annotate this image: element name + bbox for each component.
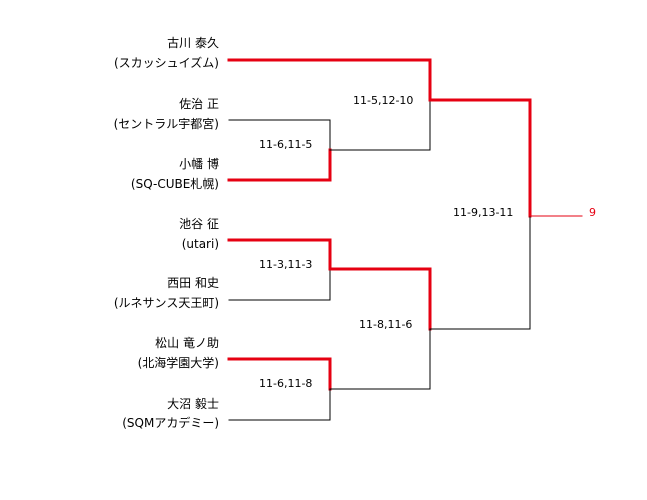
- player-name-furukawa: 古川 泰久: [167, 36, 219, 50]
- bracket-line-nishida: [228, 268, 331, 301]
- bracket-line-onuma: [228, 388, 331, 421]
- match-score-sf-top: 11-5,12-10: [353, 94, 414, 107]
- bracket-line-iketani-sf: [328, 267, 432, 331]
- match-score-final: 11-9,13-11: [453, 206, 514, 219]
- player-name-saji: 佐治 正: [179, 97, 219, 111]
- player-affiliation-furukawa: (スカッシュイズム): [113, 56, 219, 70]
- player-name-iketani: 池谷 征: [179, 217, 219, 231]
- bracket-line-matsuyama: [227, 357, 332, 391]
- match-score-r1-c: 11-6,11-8: [259, 377, 313, 390]
- player-affiliation-obata: (SQ-CUBE札幌): [130, 177, 219, 191]
- player-affiliation-onuma: (SQMアカデミー): [122, 416, 219, 430]
- final-result-label: 9: [589, 206, 596, 219]
- bracket-line-furukawa-final: [428, 98, 532, 218]
- player-affiliation-nishida: (ルネサンス天王町): [113, 296, 219, 310]
- bracket-line-obata: [227, 148, 332, 182]
- player-affiliation-matsuyama: (北海学園大学): [137, 356, 219, 370]
- player-name-matsuyama: 松山 竜ノ助: [155, 336, 219, 350]
- bracket-line-obata-sf: [329, 99, 431, 151]
- match-score-sf-bottom: 11-8,11-6: [359, 318, 413, 331]
- player-affiliation-saji: (セントラル宇都宮): [113, 117, 219, 131]
- player-name-obata: 小幡 博: [179, 157, 219, 171]
- match-score-r1-a: 11-6,11-5: [259, 138, 313, 151]
- bracket-line-saji: [228, 119, 331, 151]
- bracket-line-furukawa-sf: [227, 58, 432, 102]
- match-score-r1-b: 11-3,11-3: [259, 258, 313, 271]
- player-name-onuma: 大沼 毅士: [167, 397, 219, 411]
- bracket-line-iketani-r1: [227, 238, 332, 271]
- player-name-nishida: 西田 和史: [167, 276, 219, 290]
- bracket-line-matsuyama-sf: [329, 328, 431, 390]
- bracket-line-iketani-final: [429, 215, 531, 330]
- player-affiliation-iketani: (utari): [181, 237, 219, 251]
